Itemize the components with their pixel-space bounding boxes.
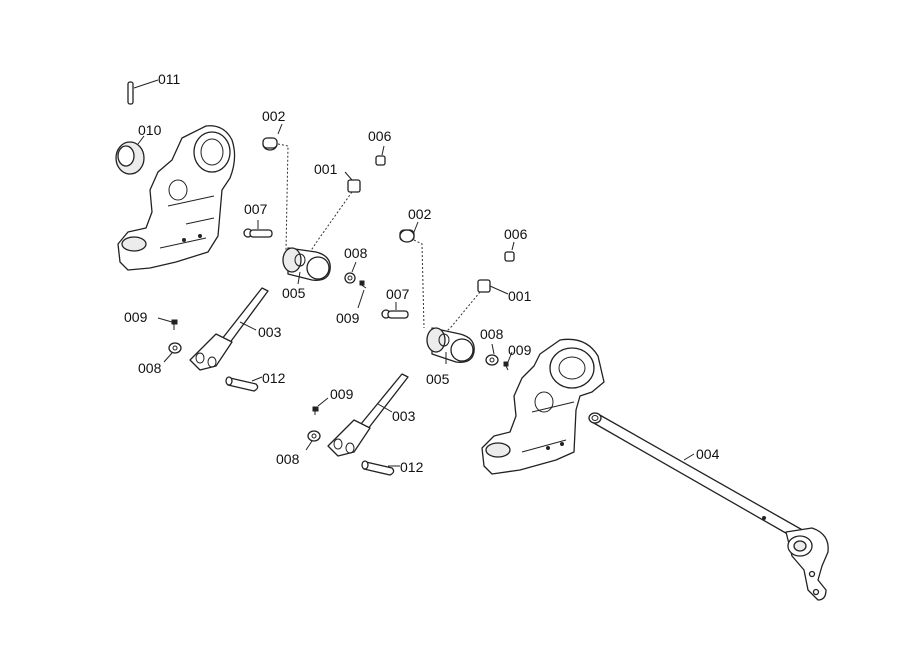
label-007-left: 007: [244, 201, 268, 217]
part-008-washer-left: [163, 342, 182, 363]
label-003-right: 003: [392, 408, 416, 424]
label-003-left: 003: [258, 324, 282, 340]
part-009-screw-right-upper: [503, 351, 513, 371]
label-009-left-upper: 009: [336, 310, 360, 326]
part-009-screw-right: [312, 397, 329, 415]
label-011: 011: [158, 71, 181, 87]
part-005-cylinder-right: [426, 327, 475, 364]
right-housing-bracket: [481, 338, 605, 475]
label-008-left: 008: [138, 360, 162, 376]
part-012-pin-right: [361, 460, 400, 476]
part-009-screw-left: [157, 317, 178, 330]
part-001-bushing-right: [439, 279, 509, 339]
label-007-right: 007: [386, 286, 410, 302]
part-007-bolt-right: [381, 302, 409, 319]
part-007-bolt-left: [243, 220, 273, 238]
part-011-pin: [127, 79, 159, 105]
label-002-right: 002: [408, 206, 432, 222]
label-010: 010: [138, 122, 162, 138]
part-003-rod-left: [189, 287, 269, 371]
part-009-screw-left-upper: [357, 280, 367, 309]
label-008-left-upper: 008: [344, 245, 368, 261]
part-002-pin-right: [399, 221, 425, 329]
label-009-right: 009: [330, 386, 354, 402]
label-006-right: 006: [504, 226, 528, 242]
left-housing-bracket: [117, 125, 236, 271]
label-012-left: 012: [262, 370, 286, 386]
part-002-pin-left: [262, 123, 289, 251]
label-005-right: 005: [426, 371, 450, 387]
label-006-left: 006: [368, 128, 392, 144]
label-008-right: 008: [276, 451, 300, 467]
part-008-washer-right: [305, 430, 321, 451]
label-002-left: 002: [262, 108, 286, 124]
part-006-sleeve-left: [375, 145, 386, 166]
part-010-ring: [115, 135, 145, 175]
part-003-rod-right: [327, 373, 409, 457]
callout-labels: 011 010 002 006 001 007 008 005 009 003 …: [124, 71, 720, 475]
label-009-left: 009: [124, 309, 148, 325]
part-008-washer-right-upper: [485, 343, 499, 366]
part-004-shaft-lever: [588, 412, 829, 601]
part-008-washer-left-upper: [344, 261, 357, 284]
part-005-cylinder-left: [282, 247, 331, 285]
part-012-pin-left: [225, 376, 263, 392]
label-005-left: 005: [282, 285, 306, 301]
label-001-right: 001: [508, 288, 532, 304]
part-006-sleeve-right: [504, 241, 515, 262]
label-004: 004: [696, 446, 720, 462]
label-009-right-upper: 009: [508, 342, 532, 358]
label-001-left: 001: [314, 161, 338, 177]
label-008-right-upper: 008: [480, 326, 504, 342]
label-012-right: 012: [400, 459, 424, 475]
